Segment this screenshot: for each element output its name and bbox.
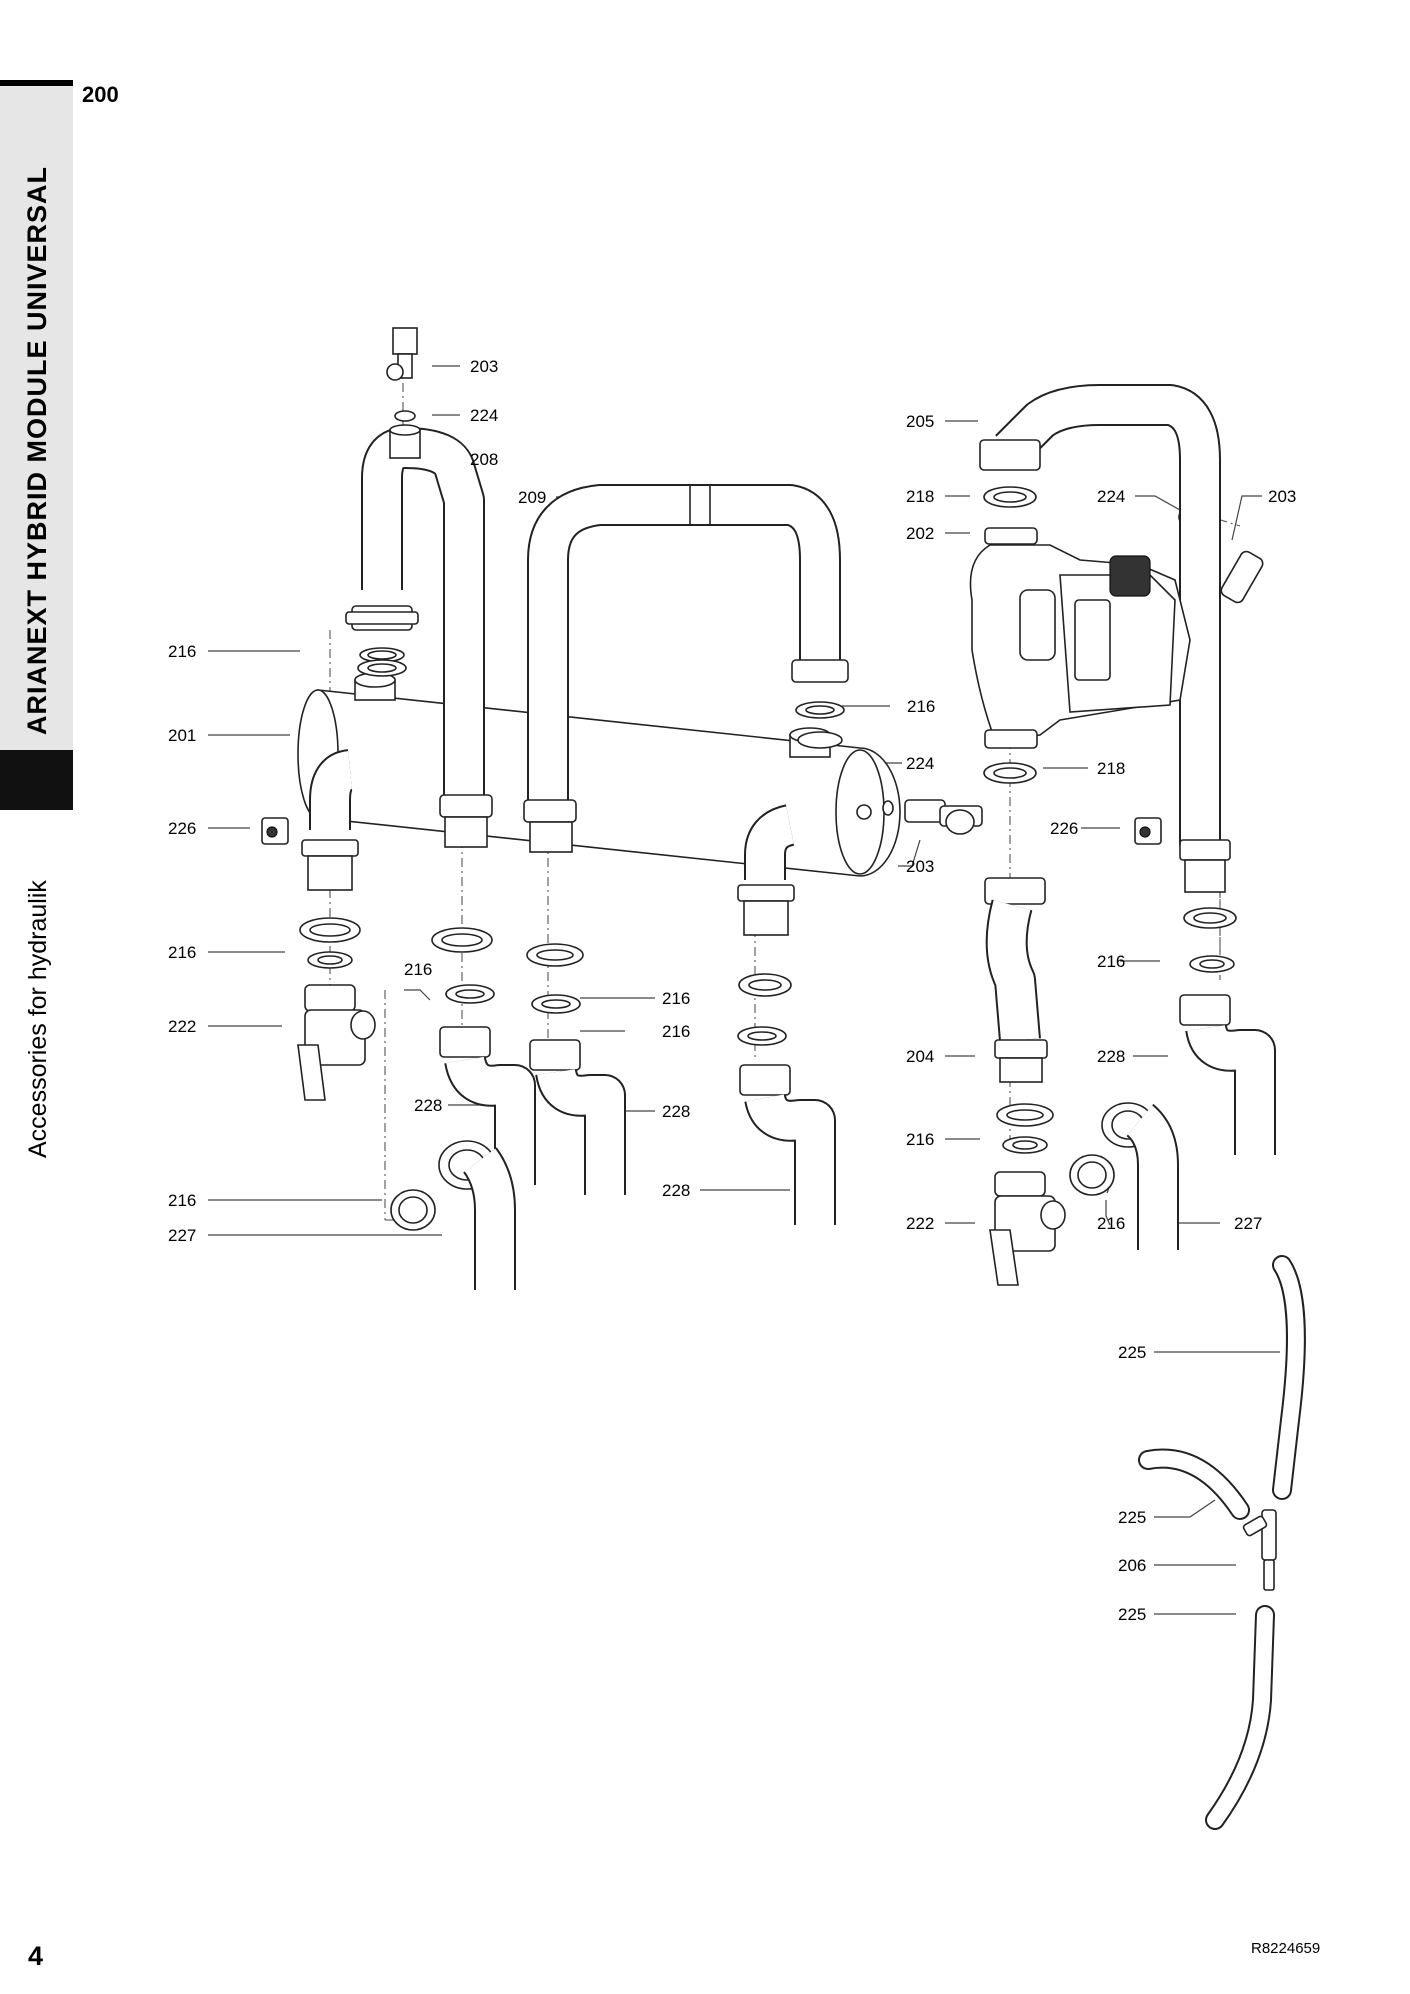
part-204-pipe [984, 877, 1048, 1083]
callout-216: 216 [1097, 952, 1125, 971]
callout-226: 226 [168, 819, 196, 838]
callout-216: 216 [662, 989, 690, 1008]
callout-227: 227 [1234, 1214, 1262, 1233]
callout-201: 201 [168, 726, 196, 745]
part-209-u-pipe-middle [523, 484, 849, 853]
section-tab-marker [0, 750, 73, 810]
callout-203: 203 [906, 857, 934, 876]
callout-216: 216 [907, 697, 935, 716]
callout-226: 226 [1050, 819, 1078, 838]
callout-225: 225 [1118, 1605, 1146, 1624]
side-bar [0, 80, 73, 750]
leader-lines [208, 365, 1280, 1615]
part-208-u-pipe-left [345, 424, 493, 848]
callout-228: 228 [662, 1181, 690, 1200]
callout-224: 224 [470, 406, 498, 425]
callout-209: 209 [518, 488, 546, 507]
callout-216: 216 [1097, 1214, 1125, 1233]
part-205-pump-pipe [979, 384, 1231, 893]
callout-205: 205 [906, 412, 934, 431]
callout-218: 218 [1097, 759, 1125, 778]
part-202-circulation-pump [969, 527, 1191, 749]
callout-224: 224 [1097, 487, 1125, 506]
separator-outlets [301, 749, 796, 936]
callout-labels: 203 224 208 209 205 218 224 203 202 216 … [168, 357, 1296, 1624]
part-216-washers [299, 486, 1237, 1231]
callout-225: 225 [1118, 1343, 1146, 1362]
callout-206: 206 [1118, 1556, 1146, 1575]
callout-227: 227 [168, 1226, 196, 1245]
callout-216: 216 [906, 1130, 934, 1149]
callout-216: 216 [662, 1022, 690, 1041]
part-206-tee-connector [1242, 1509, 1277, 1591]
side-rule [0, 80, 73, 86]
callout-216: 216 [168, 943, 196, 962]
callout-208: 208 [470, 450, 498, 469]
callout-228: 228 [662, 1102, 690, 1121]
callout-224: 224 [906, 754, 934, 773]
part-225-hoses [1138, 1255, 1306, 1830]
part-222-ball-valves [297, 984, 1066, 1286]
callout-202: 202 [906, 524, 934, 543]
part-226-clips [261, 817, 1162, 845]
callout-204: 204 [906, 1047, 934, 1066]
callout-216: 216 [404, 960, 432, 979]
callout-225: 225 [1118, 1508, 1146, 1527]
callout-222: 222 [168, 1017, 196, 1036]
part-227-bends [438, 1102, 1179, 1290]
callout-203: 203 [1268, 487, 1296, 506]
callout-218: 218 [906, 487, 934, 506]
callout-222: 222 [906, 1214, 934, 1233]
part-228-elbows [439, 994, 1276, 1225]
callout-228: 228 [1097, 1047, 1125, 1066]
callout-216: 216 [168, 642, 196, 661]
section-number: 200 [82, 82, 119, 107]
drawing-reference: R8224659 [1251, 1940, 1321, 1957]
callout-216: 216 [168, 1191, 196, 1210]
callout-203: 203 [470, 357, 498, 376]
callout-228: 228 [414, 1096, 442, 1115]
page-number: 4 [28, 1941, 44, 1971]
